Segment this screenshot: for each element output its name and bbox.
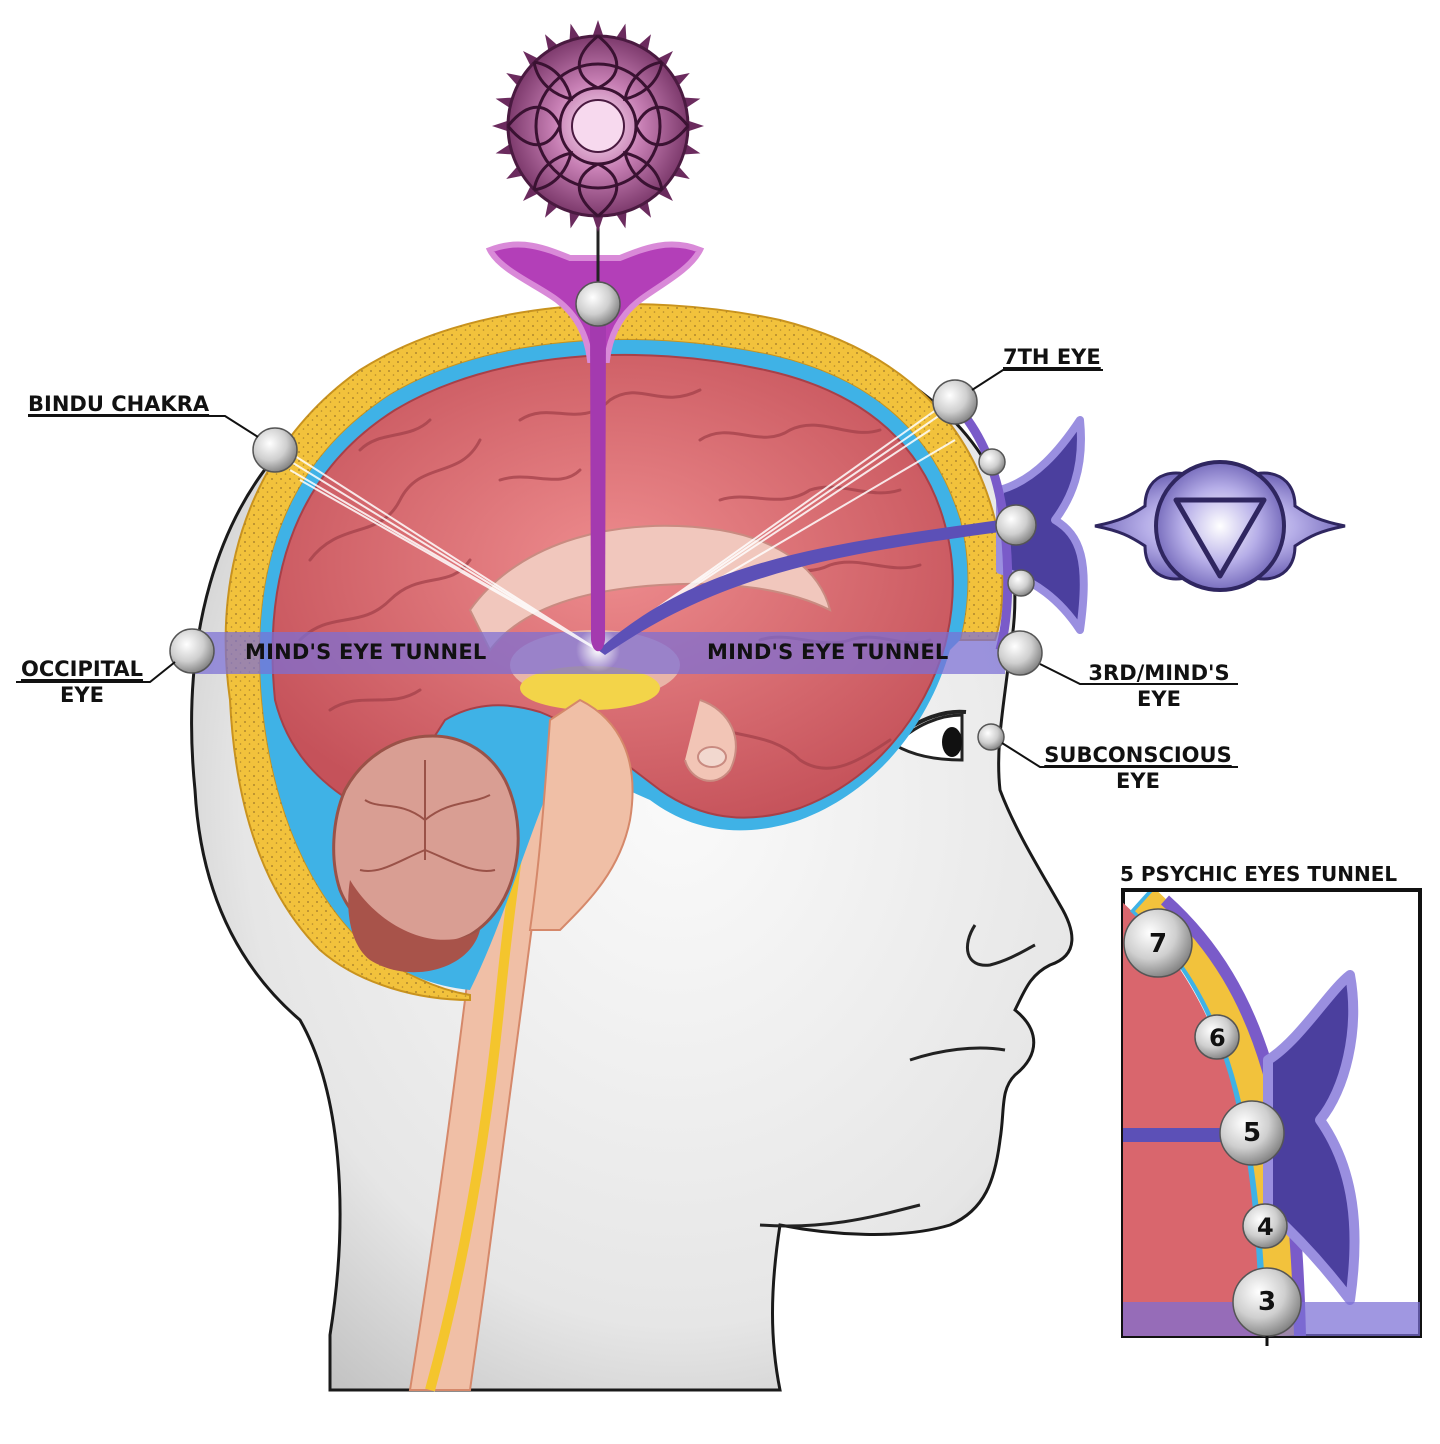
tunnel-label-right: MIND'S EYE TUNNEL bbox=[707, 640, 949, 664]
occipital-eye-text-2: EYE bbox=[60, 683, 104, 707]
inset-title: 5 PSYCHIC EYES TUNNEL bbox=[1120, 862, 1398, 886]
subconscious-eye-point bbox=[977, 723, 1005, 751]
occipital-eye-point bbox=[169, 628, 215, 674]
inset-eye-5 bbox=[1219, 1100, 1285, 1166]
crown-chakra-lotus bbox=[492, 20, 704, 232]
crown-point bbox=[575, 281, 621, 327]
lips-line bbox=[909, 1046, 1006, 1062]
third-eye-point bbox=[997, 630, 1043, 676]
seventh-eye-point bbox=[932, 379, 978, 425]
jaw-line bbox=[759, 1203, 921, 1228]
third-eye-label: 3RD/MIND'S EYE bbox=[1078, 660, 1240, 712]
occipital-eye-label: OCCIPITAL EYE bbox=[14, 656, 150, 708]
inset-eye-7 bbox=[1123, 908, 1193, 978]
third-eye-text-1: 3RD/MIND'S bbox=[1088, 661, 1230, 685]
inset-box bbox=[1121, 888, 1422, 1346]
crown-channel bbox=[590, 320, 606, 652]
bindu-chakra-text: BINDU CHAKRA bbox=[28, 392, 210, 416]
subconscious-eye-text-2: EYE bbox=[1116, 769, 1160, 793]
subconscious-eye-label: SUBCONSCIOUS EYE bbox=[1036, 742, 1240, 794]
sixth-eye-point bbox=[978, 448, 1006, 476]
cerebellum bbox=[332, 734, 520, 973]
inset-number-4: 4 bbox=[1257, 1213, 1274, 1241]
leader-lines bbox=[16, 369, 1238, 768]
skull-texture bbox=[225, 304, 1003, 1000]
inset-number-5: 5 bbox=[1243, 1118, 1262, 1148]
brainstem bbox=[528, 698, 634, 931]
subconscious-eye-text-1: SUBCONSCIOUS bbox=[1044, 743, 1232, 767]
inset-number-7: 7 bbox=[1149, 929, 1168, 959]
seventh-eye-text: 7TH EYE bbox=[1003, 345, 1101, 369]
fifth-eye-point bbox=[995, 504, 1037, 546]
inset-number-6: 6 bbox=[1209, 1024, 1226, 1052]
bindu-chakra-point bbox=[252, 427, 298, 473]
bindu-chakra-label: BINDU CHAKRA bbox=[28, 391, 209, 417]
eye-iris bbox=[942, 727, 962, 757]
inset-eye-4 bbox=[1242, 1203, 1288, 1249]
third-eye-text-2: EYE bbox=[1137, 687, 1181, 711]
occipital-eye-text-1: OCCIPITAL bbox=[20, 657, 144, 681]
nose-contour bbox=[966, 924, 1036, 967]
ajna-channel bbox=[598, 520, 1000, 655]
eye-points bbox=[169, 281, 1043, 751]
pineal-gland bbox=[520, 666, 660, 710]
seventh-eye-label: 7TH EYE bbox=[1003, 344, 1101, 370]
fourth-eye-point bbox=[1007, 569, 1035, 597]
inset-number-3: 3 bbox=[1258, 1287, 1277, 1317]
ajna-chakra-symbol bbox=[1094, 460, 1346, 592]
pituitary-gland bbox=[697, 746, 727, 768]
inset-eye-6 bbox=[1194, 1014, 1240, 1060]
tunnel-label-left: MIND'S EYE TUNNEL bbox=[245, 640, 487, 664]
